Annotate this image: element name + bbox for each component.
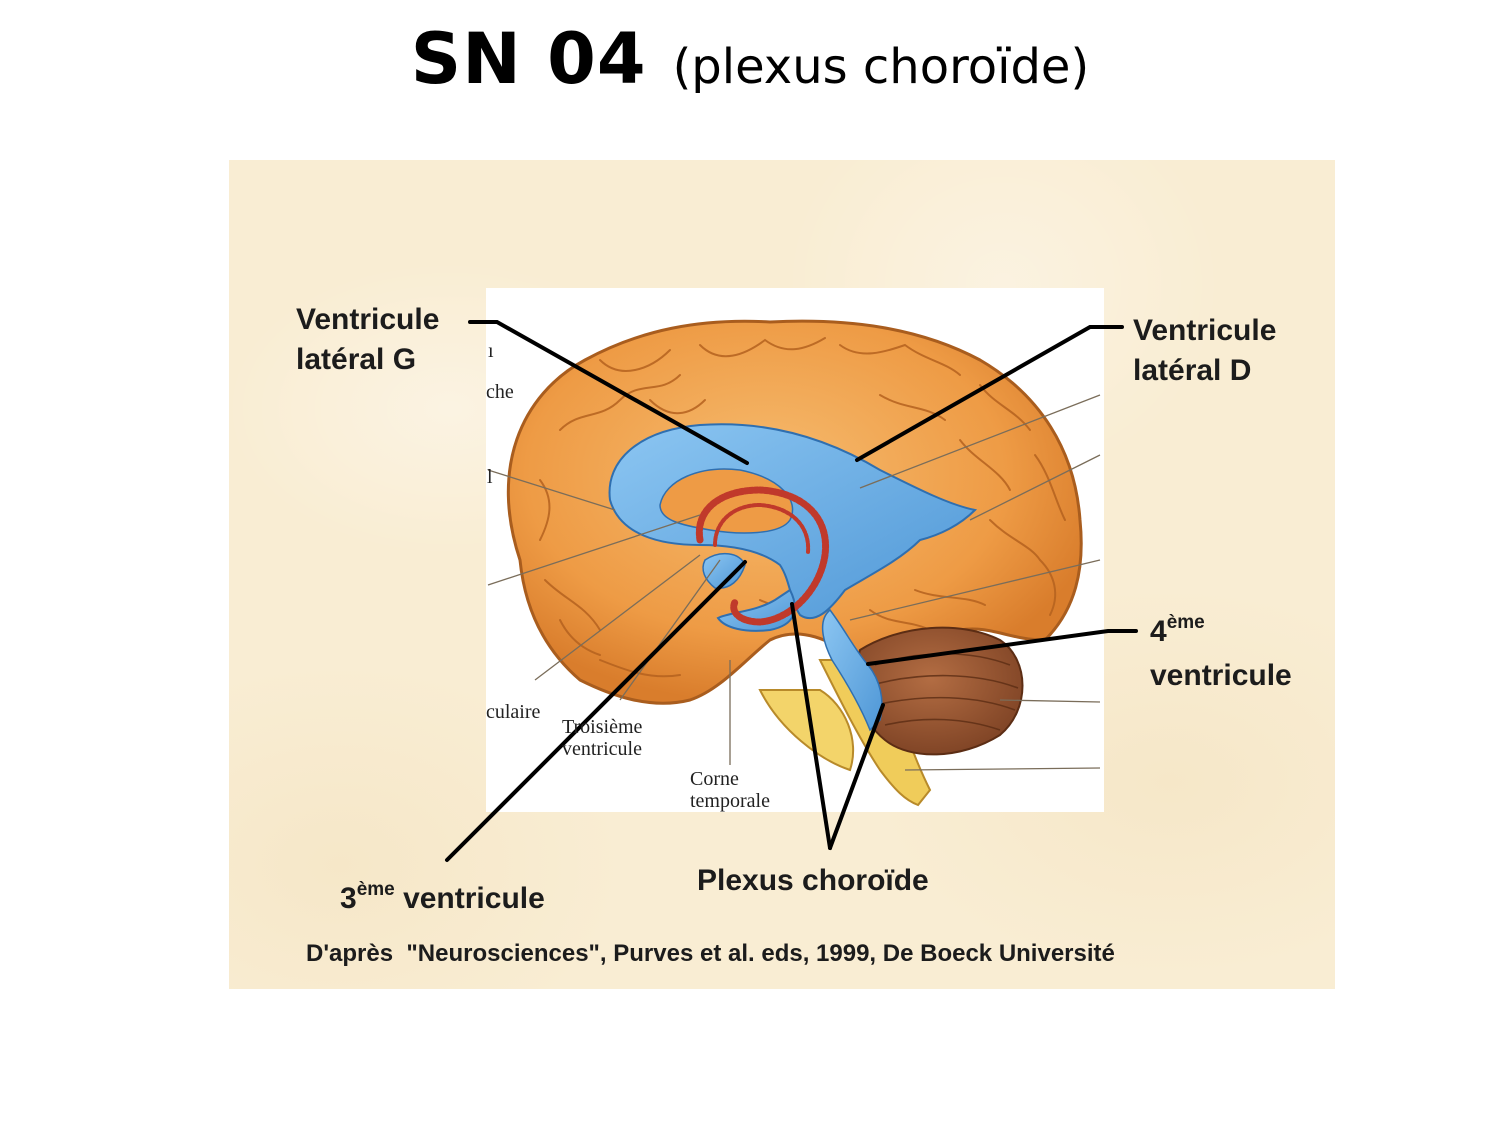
figure-leader-lines [487, 394, 1101, 771]
troisieme-ventricule-small-label: Troisième ventricule [562, 716, 642, 760]
label-3-sup: ème [356, 879, 395, 900]
ventral-structures [758, 689, 855, 772]
label-4-num: 4 [1150, 615, 1167, 648]
label-ventricule-lateral-d: Ventricule latéral D [1133, 311, 1276, 391]
fragment-che: che [486, 381, 514, 403]
label-quatrieme-ventricule: 4ème ventricule [1150, 612, 1292, 696]
corne-line1: Corne [690, 768, 739, 790]
gyri-texture [539, 337, 1066, 678]
label-plexus-choroide: Plexus choroïde [697, 864, 929, 897]
label-ventricule-lateral-g: Ventricule latéral G [296, 300, 439, 380]
troisieme-line2: ventricule [562, 738, 642, 760]
label-vld-line1: Ventricule [1133, 314, 1277, 347]
label-3-word: ventricule [403, 882, 545, 915]
third-ventricle-shape [702, 553, 746, 589]
fragment-l: l [487, 466, 493, 488]
fragment-culaire: culaire [486, 701, 541, 723]
title-main: SN 04 [410, 18, 647, 100]
label-4-sup: ème [1166, 612, 1205, 633]
title-sub: (plexus choroïde) [672, 39, 1090, 95]
label-vld-line2: latéral D [1133, 354, 1252, 387]
label-4-word: ventricule [1150, 659, 1292, 692]
troisieme-line1: Troisième [562, 716, 643, 738]
corne-line2: temporale [690, 790, 770, 812]
label-troisieme-ventricule: 3ème ventricule [340, 879, 545, 919]
label-vlg-line1: Ventricule [296, 303, 440, 336]
choroid-plexus [695, 486, 830, 626]
label-leader-lines [445, 320, 1138, 862]
source-credit: D'après "Neurosciences", Purves et al. e… [306, 940, 1115, 967]
label-3-num: 3 [340, 882, 357, 915]
fragment-i: ı [488, 340, 494, 362]
corne-temporale-label: Corne temporale [690, 768, 770, 812]
slide-title: SN 04 (plexus choroïde) [0, 18, 1500, 100]
label-vlg-line2: latéral G [296, 343, 417, 376]
